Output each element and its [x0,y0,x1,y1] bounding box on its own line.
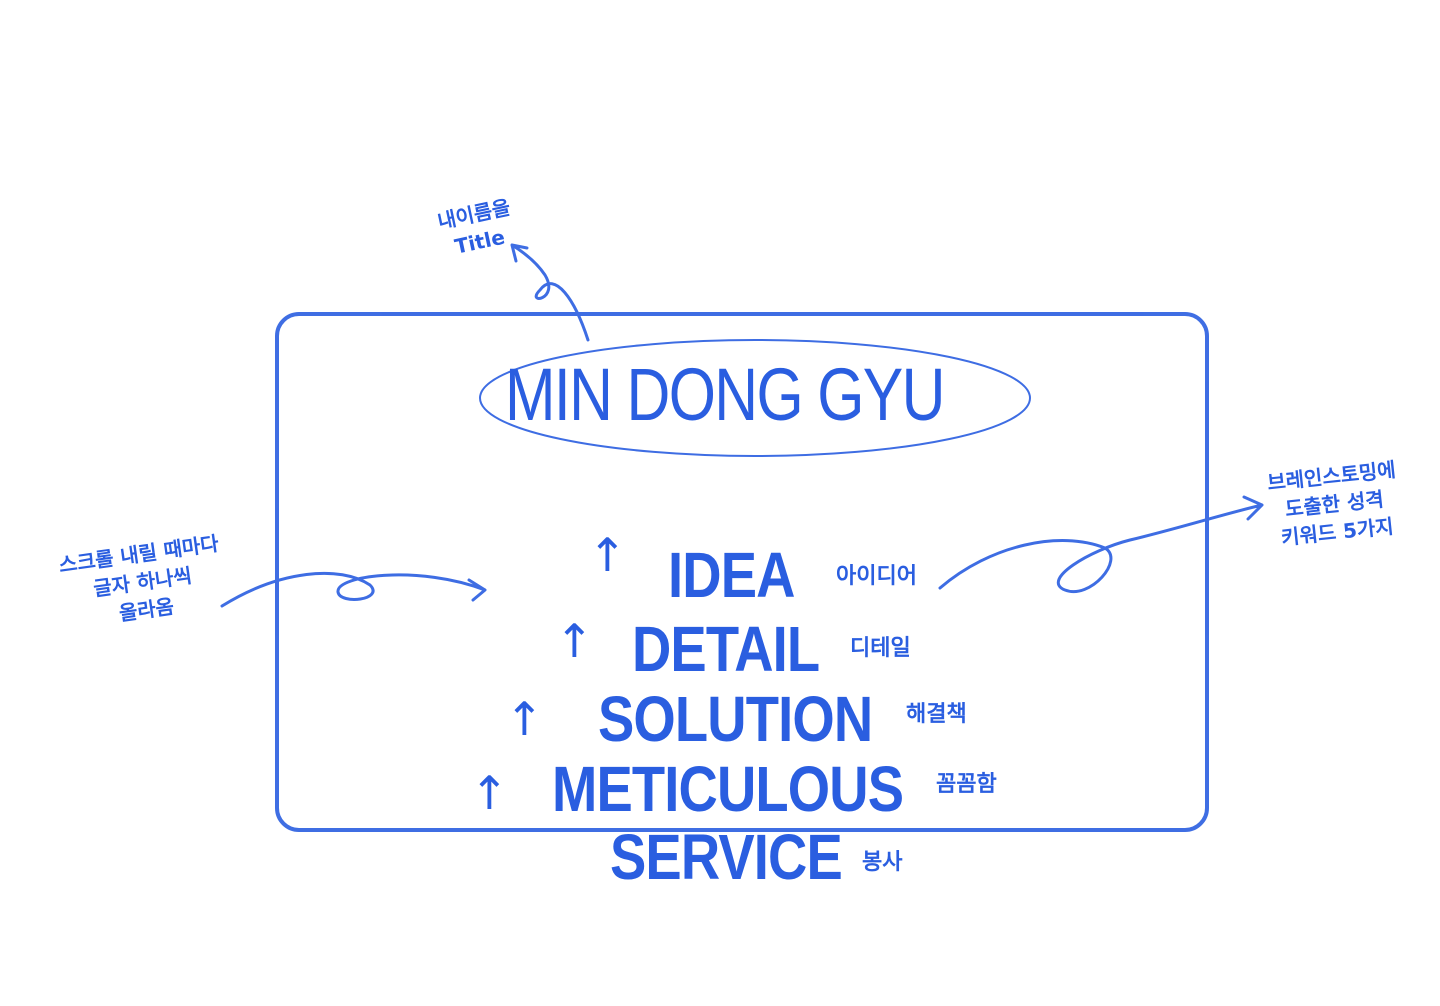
right-note: 브레인스토밍에 도출한 성격 키워드 5가지 [1266,455,1403,552]
frame-box [275,312,1209,832]
left-note-arrow [220,571,487,608]
title-note-arrow [510,243,590,342]
arrow-up-icon: ↑ [470,766,509,820]
right-note-arrow [938,495,1264,594]
keyword-detail: DETAIL [632,613,820,685]
arrow-up-icon: ↑ [555,614,594,668]
keyword-idea: IDEA [668,539,795,611]
page-title: MIN DONG GYU [505,353,945,436]
title-oval [479,339,1031,457]
arrow-up-icon: ↑ [588,528,627,582]
keyword-meticulous-ko: 꼼꼼함 [936,772,997,797]
arrow-up-icon: ↑ [505,692,544,746]
keyword-service-ko: 봉사 [862,850,903,875]
keyword-solution-ko: 해결책 [906,702,967,727]
keyword-meticulous: METICULOUS [552,753,904,825]
keyword-solution: SOLUTION [598,683,873,755]
keyword-detail-ko: 디테일 [850,636,911,661]
keyword-service: SERVICE [610,821,843,893]
keyword-idea-ko: 아이디어 [836,564,917,589]
